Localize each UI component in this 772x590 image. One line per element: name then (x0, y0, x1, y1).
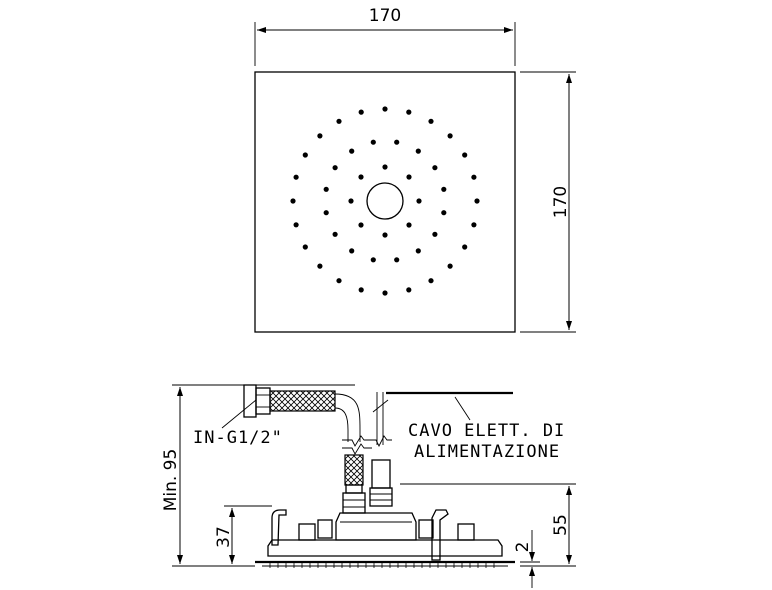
shower-plate-side (267, 539, 503, 557)
nozzle-dot (406, 109, 412, 115)
nozzle-dot (382, 232, 388, 238)
right-bolt (418, 519, 434, 539)
nozzle-dot (293, 174, 299, 180)
nozzle-dot (406, 287, 412, 293)
nozzle-dot (317, 133, 323, 139)
hose-fitting-nut (342, 492, 366, 514)
nozzle-dot (432, 165, 438, 171)
left-bolt (317, 519, 333, 539)
nozzle-dot (447, 133, 453, 139)
nozzle-pattern (290, 106, 480, 296)
nozzle-dot (358, 174, 364, 180)
right-screw (457, 523, 475, 541)
braided-hose-vertical (344, 454, 364, 486)
nozzle-dot (471, 222, 477, 228)
nozzle-dot (416, 198, 422, 204)
nozzle-dot (428, 118, 434, 124)
nozzle-dot (406, 174, 412, 180)
nozzle-dot (415, 248, 421, 254)
nozzle-dot (349, 148, 355, 154)
cable-gland (369, 487, 393, 507)
cable-label-leader (454, 396, 471, 421)
height-label: 170 (551, 186, 571, 218)
cable-break-mark (372, 399, 389, 413)
nozzle-dot (462, 244, 468, 250)
nozzle-dot (332, 165, 338, 171)
nozzle-ticks (269, 562, 495, 568)
min-height-label: Min. 95 (161, 449, 181, 512)
center-light-ring (366, 182, 404, 220)
inlet-leader (221, 399, 257, 429)
nozzle-dot (332, 231, 338, 237)
dim2-label: 2 (513, 542, 533, 553)
nozzle-dot (428, 278, 434, 284)
nozzle-dot (336, 278, 342, 284)
hose-break-symbol (342, 435, 372, 447)
nozzle-dot (302, 244, 308, 250)
top-view: 170 170 (254, 6, 576, 333)
nozzle-dot (323, 186, 329, 192)
hose-ferrule (345, 484, 363, 494)
nozzle-dot (441, 210, 447, 216)
nozzle-dot (293, 222, 299, 228)
nozzle-dot (358, 287, 364, 293)
nozzle-dot (349, 248, 355, 254)
dim55-label: 55 (551, 514, 571, 536)
nozzle-dot (382, 290, 388, 296)
cable-label-line2: ALIMENTAZIONE (414, 442, 560, 462)
cable-label-line1: CAVO ELETT. DI (408, 421, 565, 441)
nozzle-dot (432, 231, 438, 237)
cable-conduit (371, 459, 391, 489)
nozzle-dot (348, 198, 354, 204)
hose-nut (243, 384, 271, 418)
nozzle-dot (441, 186, 447, 192)
nozzle-dot (358, 109, 364, 115)
nozzle-dot (406, 222, 412, 228)
nozzle-dot (474, 198, 480, 204)
nozzle-dot (394, 139, 400, 145)
nozzle-dot (323, 210, 329, 216)
cable-break-symbol (370, 435, 392, 448)
nozzle-dot (394, 257, 400, 263)
nozzle-dot (471, 174, 477, 180)
central-body (335, 512, 417, 541)
nozzle-dot (382, 164, 388, 170)
shower-plate-outline (254, 71, 516, 333)
width-label: 170 (369, 6, 401, 26)
nozzle-dot (382, 106, 388, 112)
dim37-label: 37 (214, 526, 234, 548)
nozzle-dot (317, 263, 323, 269)
nozzle-dot (336, 118, 342, 124)
hose-bend (334, 393, 361, 442)
left-screw (298, 523, 316, 541)
right-mounting-bracket (431, 509, 449, 561)
braided-hose-horizontal (269, 390, 336, 412)
inlet-label: IN-G1/2" (193, 428, 283, 448)
nozzle-dot (290, 198, 296, 204)
nozzle-dot (370, 257, 376, 263)
left-mounting-bracket (271, 509, 287, 546)
nozzle-dot (462, 152, 468, 158)
nozzle-dot (415, 148, 421, 154)
nozzle-dot (447, 263, 453, 269)
nozzle-dot (302, 152, 308, 158)
nozzle-dot (358, 222, 364, 228)
nozzle-dot (370, 139, 376, 145)
side-view: Min. 95 37 IN-G1/2" CAVO ELET (161, 384, 576, 588)
